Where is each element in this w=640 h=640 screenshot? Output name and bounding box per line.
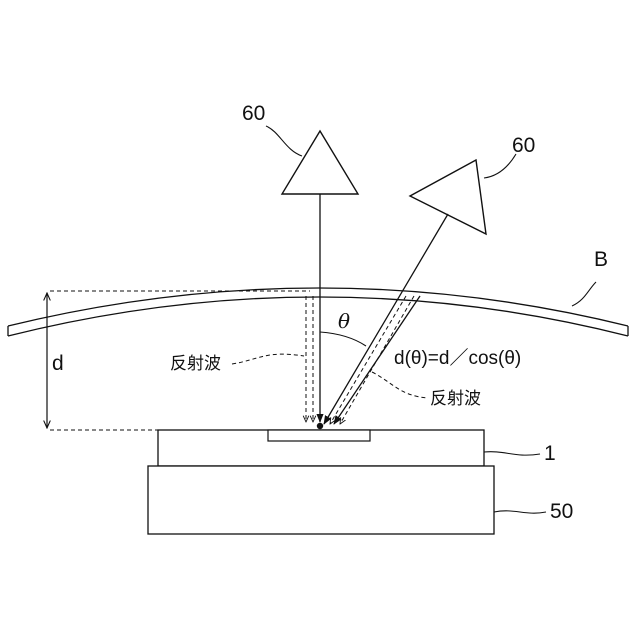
- device-1-label: 1: [544, 442, 556, 465]
- theta-arc: [320, 332, 366, 346]
- cover-b-label: B: [594, 248, 608, 271]
- base-50-leader: [494, 511, 546, 513]
- reflected-wave-left-leader: [232, 354, 304, 364]
- base-50-label: 50: [550, 500, 573, 523]
- sensor-60-left-label: 60: [242, 102, 265, 125]
- theta-label: θ: [338, 309, 350, 333]
- distance-label: d: [52, 352, 64, 375]
- radar-chip: [268, 430, 370, 441]
- sensor-60-right: [410, 160, 486, 234]
- emission-point: [317, 423, 323, 429]
- sensor-60-right-leader: [484, 154, 516, 178]
- base-50: [148, 466, 494, 534]
- sensor-60-right-label: 60: [512, 134, 535, 157]
- cover-b: [8, 288, 628, 336]
- sensor-60-left-leader: [266, 126, 302, 156]
- formula-label: d(θ)=d／cos(θ): [394, 347, 521, 369]
- reflected-wave-right-label: 反射波: [430, 389, 481, 409]
- sensor-60-left: [282, 131, 358, 194]
- cover-b-leader: [572, 282, 596, 306]
- device-1-leader: [484, 452, 540, 455]
- reflected-wave-left-label: 反射波: [170, 354, 221, 374]
- reflected-wave-right-leader: [372, 372, 428, 398]
